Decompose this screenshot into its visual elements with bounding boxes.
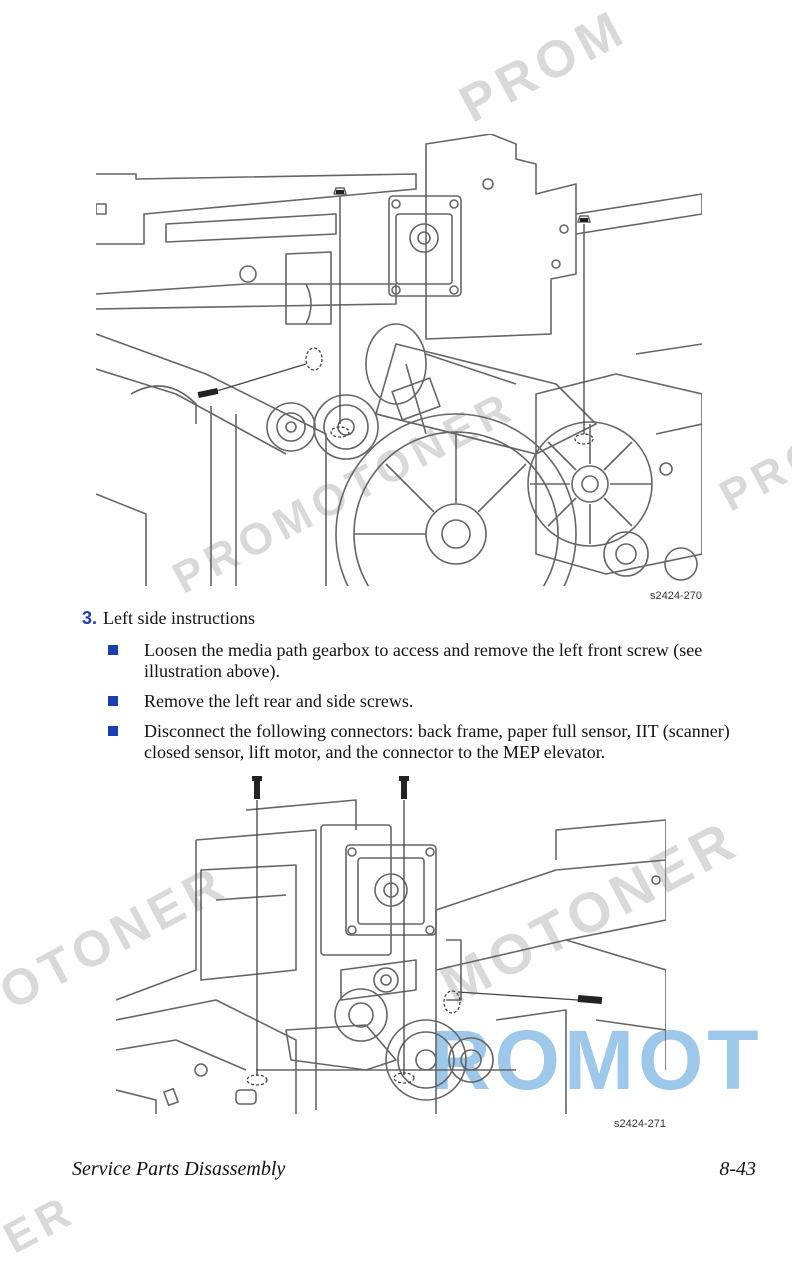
square-bullet-icon (108, 645, 118, 655)
list-item-text: Remove the left rear and side screws. (144, 691, 414, 711)
watermark: ER (0, 1185, 84, 1264)
list-item-text: Disconnect the following connectors: bac… (144, 721, 730, 762)
figure-label: s2424-271 (614, 1118, 666, 1130)
gearbox-illustration-top: s2424-270 (95, 133, 703, 655)
page-number: 8-43 (719, 1158, 756, 1180)
list-item-text: Loosen the media path gearbox to access … (144, 640, 703, 681)
watermark: PROM (450, 0, 637, 135)
gearbox-line-art (95, 133, 703, 655)
instruction-list: Loosen the media path gearbox to access … (108, 640, 748, 772)
square-bullet-icon (108, 726, 118, 736)
list-item: Remove the left rear and side screws. (108, 691, 748, 712)
watermark: ROMOT (430, 1013, 763, 1107)
footer-section-title: Service Parts Disassembly (72, 1158, 286, 1180)
gearbox-line-art (115, 776, 667, 1114)
list-item: Disconnect the following connectors: bac… (108, 721, 748, 763)
step-number: 3. (82, 608, 98, 628)
gearbox-illustration-bottom: s2424-271 (115, 770, 667, 1130)
watermark: PRO (712, 424, 792, 522)
list-item: Loosen the media path gearbox to access … (108, 640, 748, 682)
step-title: Left side instructions (103, 608, 255, 628)
step-heading: 3.Left side instructions (82, 608, 255, 629)
square-bullet-icon (108, 696, 118, 706)
figure-label: s2424-270 (650, 590, 702, 602)
